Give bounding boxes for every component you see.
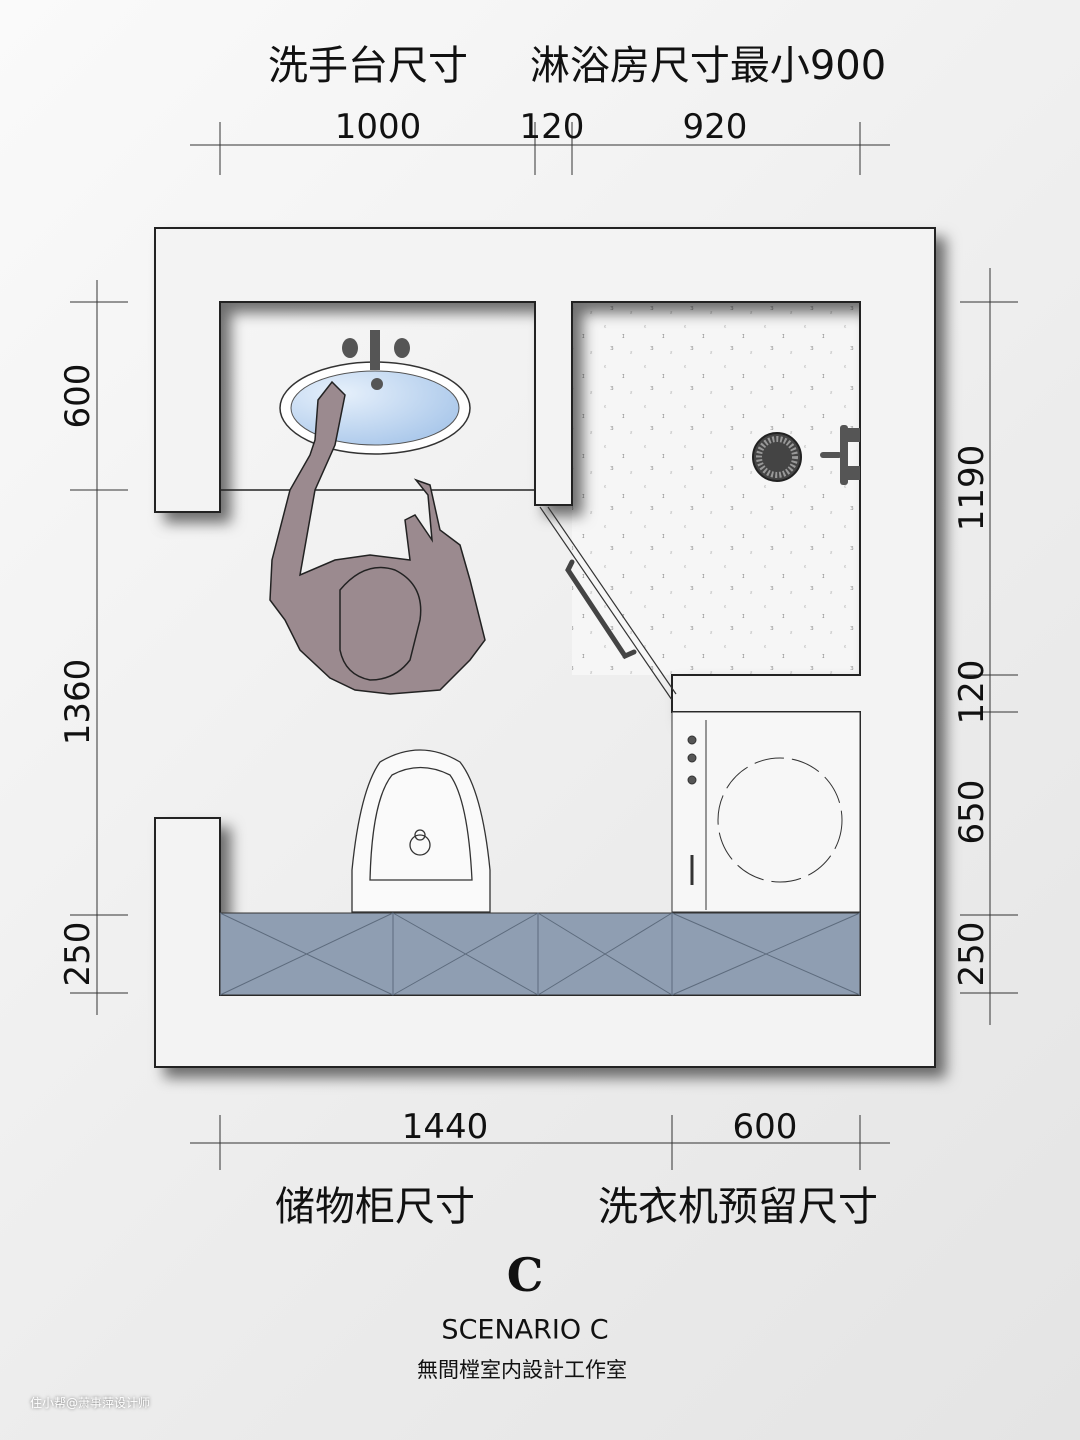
shower-valve-icon xyxy=(820,425,860,485)
dim-top-shower: 920 xyxy=(682,107,748,147)
shower-door xyxy=(539,506,677,701)
shower-head-icon xyxy=(752,432,802,482)
dim-top-sink: 1000 xyxy=(334,107,422,147)
credit-watermark: 住小帮@萧事萍设计师 xyxy=(30,1396,151,1410)
scenario-title: SCENARIO C xyxy=(441,1314,609,1346)
dim-left-cabinet: 250 xyxy=(58,921,98,987)
washing-machine xyxy=(671,711,861,913)
washer-size-header: 洗衣机预留尺寸 xyxy=(598,1184,878,1230)
sink-size-header: 洗手台尺寸 xyxy=(268,43,468,89)
faucet-icon xyxy=(370,330,380,370)
dim-right-washer: 650 xyxy=(952,779,992,845)
dim-bottom-washer: 600 xyxy=(732,1107,798,1147)
dimension-lines xyxy=(70,122,1018,1170)
storage-size-header: 储物柜尺寸 xyxy=(275,1184,475,1230)
person-figure xyxy=(269,380,486,695)
studio-name: 無間樘室内設計工作室 xyxy=(417,1358,627,1382)
dim-right-wall: 120 xyxy=(952,659,992,725)
dim-right-cabinet: 250 xyxy=(952,921,992,987)
dim-left-middle: 1360 xyxy=(58,658,98,746)
dim-top-partition: 120 xyxy=(519,107,585,147)
shower-floor xyxy=(572,302,860,675)
shower-size-header: 淋浴房尺寸最小900 xyxy=(529,43,887,89)
dim-bottom-storage: 1440 xyxy=(401,1107,489,1147)
walls xyxy=(154,227,936,1068)
storage-cabinet xyxy=(219,912,861,996)
toilet xyxy=(351,749,491,913)
dim-left-sink: 600 xyxy=(58,363,98,429)
door-handle-icon xyxy=(565,559,637,660)
dim-right-shower: 1190 xyxy=(952,444,992,532)
scenario-letter: C xyxy=(506,1248,544,1302)
sink xyxy=(279,330,471,455)
